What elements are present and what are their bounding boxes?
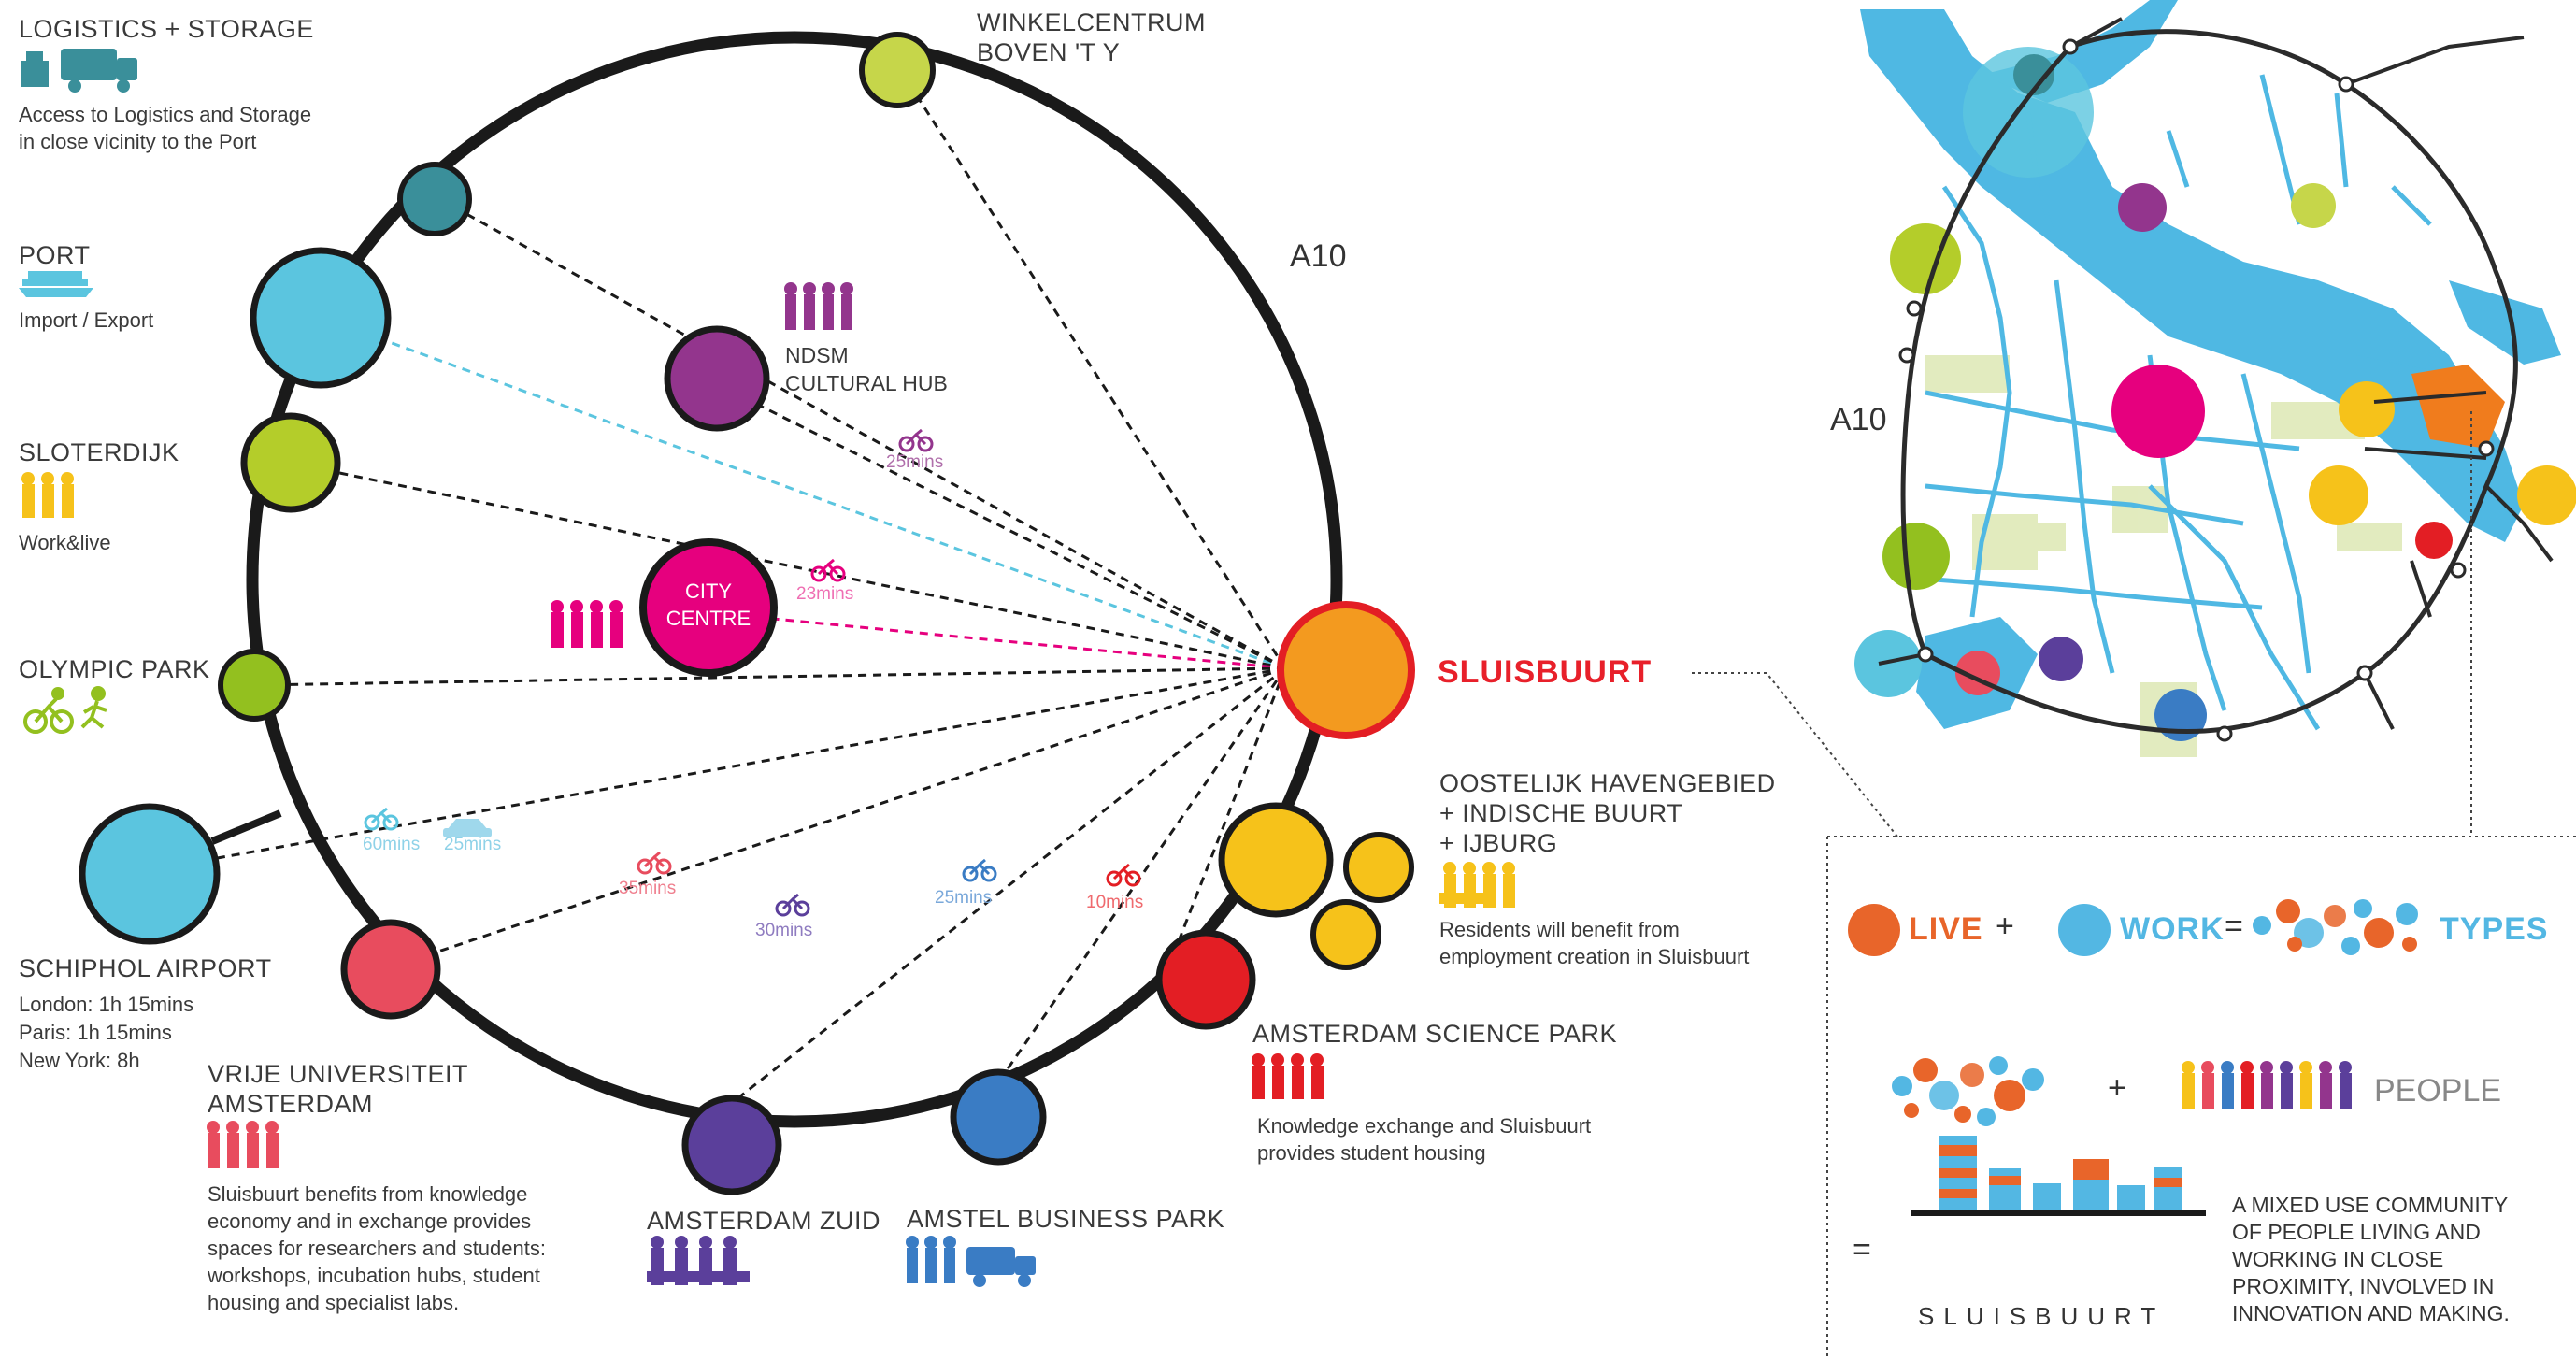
time-science: 10mins xyxy=(1086,893,1144,912)
time-ndsm: 25mins xyxy=(886,452,944,472)
ring-nodes xyxy=(79,32,1415,1195)
time-city: 23mins xyxy=(796,584,854,604)
people-icon-ndsm xyxy=(784,282,853,330)
legend-equals: = xyxy=(2225,909,2244,944)
node-science[interactable] xyxy=(1155,929,1256,1030)
bike-icon-ndsm xyxy=(898,428,934,452)
truck-icon-logistics xyxy=(21,49,137,93)
time-vu: 35mins xyxy=(619,879,677,898)
science-title: AMSTERDAM SCIENCE PARK xyxy=(1252,1020,1618,1048)
bike-icons xyxy=(364,428,1141,917)
oostelijk-title: OOSTELIJK HAVENGEBIED + INDISCHE BUURT +… xyxy=(1439,769,1776,857)
node-olympic[interactable] xyxy=(218,649,291,722)
legend-plus: + xyxy=(1996,909,2015,944)
a10-ring xyxy=(246,31,1343,1128)
types-cluster-2 xyxy=(1892,1056,2044,1126)
logistics-title: LOGISTICS + STORAGE xyxy=(19,15,314,43)
ndsm-title: NDSM CULTURAL HUB xyxy=(785,343,948,395)
time-schiphol-car: 25mins xyxy=(444,835,502,854)
ring-label: A10 xyxy=(1290,238,1347,274)
map-circles xyxy=(1854,47,2576,741)
amsterdam-map xyxy=(1823,0,2576,785)
people-icon-vu xyxy=(207,1121,279,1168)
sloterdijk-title: SLOTERDIJK xyxy=(19,438,179,466)
map-junctions xyxy=(1898,38,2495,742)
canals xyxy=(1925,74,2432,731)
node-ndsm[interactable] xyxy=(664,325,770,432)
people-icon-sloterdijk xyxy=(21,472,74,518)
people-row-legend xyxy=(2182,1061,2352,1109)
legend-sluisbuurt: SLUISBUURT xyxy=(1918,1302,2166,1330)
node-sluisbuurt[interactable] xyxy=(1277,601,1415,739)
bike-icon-city xyxy=(810,558,846,582)
node-vu[interactable] xyxy=(340,919,441,1020)
legend-types: TYPES xyxy=(2440,911,2549,947)
legend-live: LIVE xyxy=(1909,911,1983,947)
city-centre-title: CITY CENTRE xyxy=(665,580,751,630)
map-ring-road xyxy=(1900,29,2518,734)
people-icon-city xyxy=(551,600,623,648)
legend-plus-2: + xyxy=(2108,1070,2127,1106)
schiphol-desc: London: 1h 15mins Paris: 1h 15mins New Y… xyxy=(19,993,194,1072)
work-dot xyxy=(2058,904,2111,956)
node-logistics[interactable] xyxy=(397,162,472,236)
ship-icon-port xyxy=(19,271,93,297)
node-oostelijk[interactable] xyxy=(1218,802,1334,918)
node-oostelijk-3[interactable] xyxy=(1310,899,1381,970)
node-winkelcentrum[interactable] xyxy=(859,32,936,108)
node-oostelijk-2[interactable] xyxy=(1343,832,1414,903)
bike-icon-amstel xyxy=(962,858,997,882)
zuid-title: AMSTERDAM ZUID xyxy=(647,1207,880,1235)
car-icon xyxy=(443,819,492,837)
map-label: A10 xyxy=(1830,402,1887,437)
winkel-title: WINKELCENTRUM BOVEN 'T Y xyxy=(977,8,1207,66)
bike-icon-zuid xyxy=(775,893,810,917)
bike-icon-vu xyxy=(637,851,672,875)
legend-mixed-use: A MIXED USE COMMUNITY OF PEOPLE LIVING A… xyxy=(2232,1193,2510,1325)
schiphol-title: SCHIPHOL AIRPORT xyxy=(19,954,272,982)
legend-work: WORK xyxy=(2120,911,2225,947)
node-sloterdijk[interactable] xyxy=(240,412,341,513)
bike-icon-schiphol xyxy=(364,807,399,831)
node-zuid[interactable] xyxy=(681,1095,782,1195)
live-dot xyxy=(1848,904,1900,956)
node-city-centre[interactable] xyxy=(639,538,778,677)
cyclist-runner-icon-olympic xyxy=(23,686,107,734)
science-desc: Knowledge exchange and Sluisbuurt provid… xyxy=(1257,1114,1592,1165)
legend-people: PEOPLE xyxy=(2374,1073,2502,1109)
time-schiphol-bike: 60mins xyxy=(363,835,421,854)
oostelijk-desc: Residents will benefit from employment c… xyxy=(1439,918,1750,968)
people-icon-zuid xyxy=(647,1236,750,1285)
people-icon-science xyxy=(1252,1053,1324,1099)
types-cluster xyxy=(2253,899,2418,955)
olympic-title: OLYMPIC PARK xyxy=(19,655,210,683)
sluisbuurt-bars xyxy=(1911,1136,2206,1216)
time-amstel: 25mins xyxy=(935,888,993,908)
vu-title: VRIJE UNIVERSITEIT AMSTERDAM xyxy=(208,1060,469,1118)
people-icons xyxy=(21,282,1515,1287)
legend-equals-2: = xyxy=(1853,1232,1872,1267)
logistics-desc: Access to Logistics and Storage in close… xyxy=(19,103,312,153)
vu-desc: Sluisbuurt benefits from knowledge econo… xyxy=(208,1182,546,1314)
node-port[interactable] xyxy=(250,247,392,389)
legend-shapes xyxy=(1848,899,2418,1216)
node-amstel[interactable] xyxy=(950,1068,1047,1166)
time-zuid: 30mins xyxy=(755,921,813,940)
schiphol-link xyxy=(210,809,282,845)
amstel-title: AMSTEL BUSINESS PARK xyxy=(907,1205,1225,1233)
people-truck-icon-amstel xyxy=(906,1236,1036,1287)
sluisbuurt-title: SLUISBUURT xyxy=(1438,654,1653,690)
node-schiphol[interactable] xyxy=(79,803,221,945)
sloterdijk-desc: Work&live xyxy=(19,531,111,554)
people-icon-oostelijk xyxy=(1439,862,1515,908)
bike-icon-science xyxy=(1106,863,1141,887)
port-title: PORT xyxy=(19,241,91,269)
port-desc: Import / Export xyxy=(19,308,154,332)
